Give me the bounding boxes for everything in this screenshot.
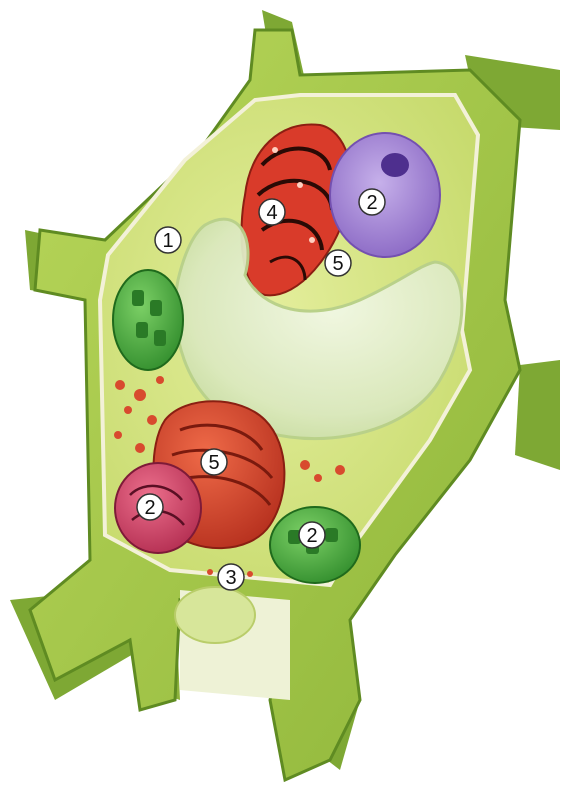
marker-1: 1 (155, 227, 181, 253)
marker-5-upper: 5 (325, 250, 351, 276)
marker-2-mitochondrion: 2 (137, 494, 163, 520)
marker-4: 4 (259, 199, 285, 225)
chloroplast-upper (113, 270, 183, 370)
marker-5-lower: 5 (201, 449, 227, 475)
svg-text:5: 5 (208, 452, 219, 474)
svg-text:5: 5 (332, 253, 343, 275)
svg-text:2: 2 (144, 497, 155, 519)
marker-2-nucleus: 2 (359, 189, 385, 215)
svg-text:1: 1 (162, 230, 173, 252)
marker-2-chloroplast: 2 (299, 522, 325, 548)
svg-text:3: 3 (225, 567, 236, 589)
svg-text:4: 4 (266, 202, 277, 224)
nucleus (330, 133, 440, 257)
marker-3: 3 (218, 564, 244, 590)
svg-text:2: 2 (366, 192, 377, 214)
svg-text:2: 2 (306, 525, 317, 547)
